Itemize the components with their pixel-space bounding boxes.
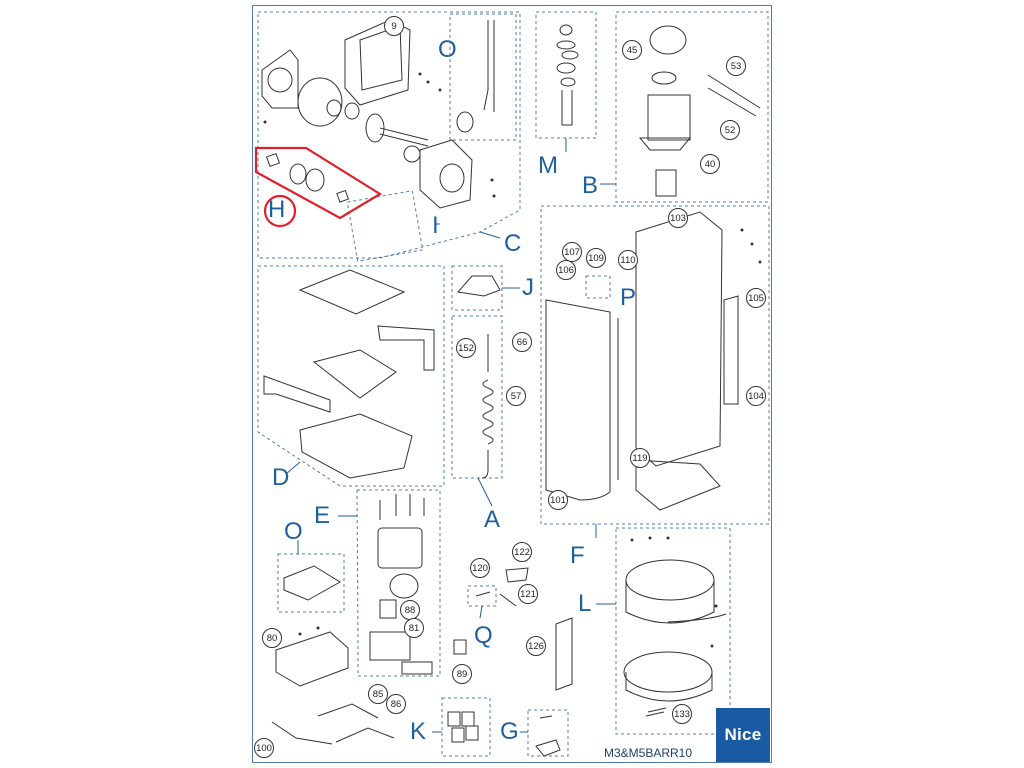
group-m-border bbox=[535, 11, 597, 139]
callout-104: 104 bbox=[746, 386, 766, 406]
group-label-f: F bbox=[570, 542, 585, 569]
group-q-border bbox=[467, 585, 497, 607]
group-k-border bbox=[441, 697, 491, 757]
callout-133: 133 bbox=[672, 704, 692, 724]
group-h-highlight-outline bbox=[254, 146, 383, 220]
group-label-h: H bbox=[268, 196, 286, 223]
callout-100: 100 bbox=[254, 738, 274, 758]
callout-85: 85 bbox=[368, 684, 388, 704]
callout-86: 86 bbox=[386, 694, 406, 714]
callout-53: 53 bbox=[726, 56, 746, 76]
group-p-border bbox=[585, 275, 611, 299]
callout-152: 152 bbox=[456, 338, 476, 358]
callout-126: 126 bbox=[526, 636, 546, 656]
group-e-border bbox=[356, 489, 441, 677]
group-label-m: M bbox=[538, 152, 558, 179]
group-a-border bbox=[451, 315, 503, 479]
group-b-border bbox=[615, 11, 769, 203]
callout-107: 107 bbox=[562, 242, 582, 262]
group-label-q: Q bbox=[474, 622, 493, 649]
group-label-b: B bbox=[582, 172, 599, 199]
group-label-l: L bbox=[578, 590, 592, 617]
callout-101: 101 bbox=[548, 490, 568, 510]
group-o-border bbox=[277, 553, 345, 613]
callout-66: 66 bbox=[512, 332, 532, 352]
callout-80: 80 bbox=[262, 628, 282, 648]
callout-103: 103 bbox=[668, 208, 688, 228]
group-f-border bbox=[540, 205, 770, 525]
brand-logo: Nice bbox=[716, 708, 770, 762]
callout-122: 122 bbox=[512, 542, 532, 562]
callout-57: 57 bbox=[506, 386, 526, 406]
group-label-n: O bbox=[438, 36, 457, 63]
callout-105: 105 bbox=[746, 288, 766, 308]
group-h-highlight-circle bbox=[263, 194, 297, 228]
group-label-k: K bbox=[410, 718, 427, 745]
callout-88: 88 bbox=[400, 600, 420, 620]
callout-81: 81 bbox=[404, 618, 424, 638]
group-label-c: C bbox=[504, 230, 522, 257]
group-label-a: A bbox=[484, 506, 501, 533]
group-label-i: I bbox=[432, 212, 439, 239]
callout-109: 109 bbox=[586, 248, 606, 268]
group-label-j: J bbox=[522, 274, 534, 301]
callout-110: 110 bbox=[618, 250, 638, 270]
group-i-border bbox=[346, 190, 424, 262]
callout-120: 120 bbox=[470, 558, 490, 578]
callout-106: 106 bbox=[556, 260, 576, 280]
group-label-d: D bbox=[272, 464, 290, 491]
callout-119: 119 bbox=[630, 448, 650, 468]
group-label-e: E bbox=[314, 502, 331, 529]
callout-45: 45 bbox=[622, 40, 642, 60]
group-label-p: P bbox=[620, 284, 637, 311]
callout-89: 89 bbox=[452, 664, 472, 684]
callout-9: 9 bbox=[384, 16, 404, 36]
callout-52: 52 bbox=[720, 120, 740, 140]
group-label-g: G bbox=[500, 718, 519, 745]
group-j-border bbox=[451, 265, 503, 311]
callout-40: 40 bbox=[700, 154, 720, 174]
group-label-o: O bbox=[284, 518, 303, 545]
model-code: M3&M5BARR10 bbox=[604, 746, 693, 760]
group-g-border bbox=[527, 709, 569, 757]
diagram-outer-frame bbox=[252, 5, 772, 763]
group-d-border bbox=[257, 265, 445, 487]
callout-121: 121 bbox=[518, 584, 538, 604]
group-c-border bbox=[257, 11, 521, 259]
group-l-border bbox=[615, 527, 731, 735]
group-n-border bbox=[449, 13, 517, 141]
